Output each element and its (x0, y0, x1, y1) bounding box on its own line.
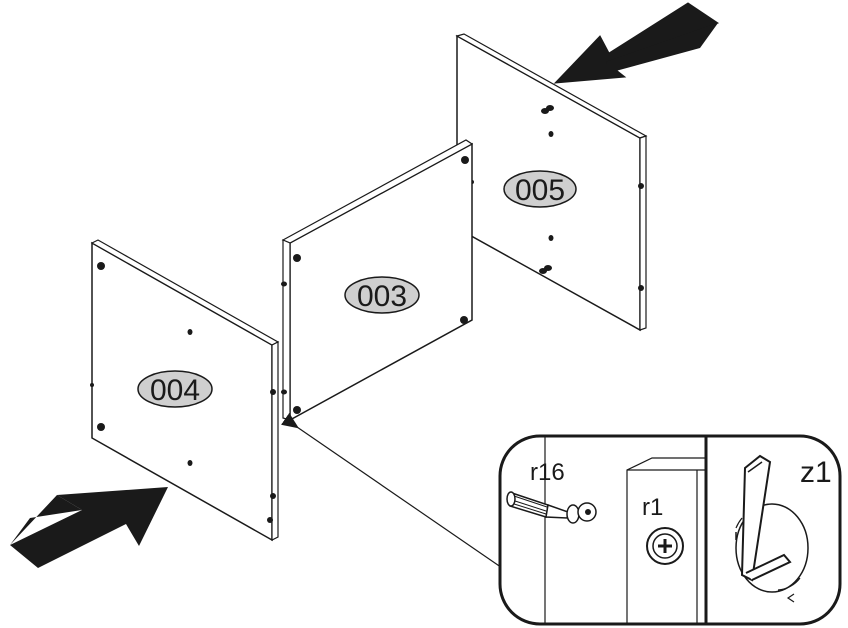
cam-label: r1 (642, 494, 663, 521)
panel-004: 004 (90, 239, 280, 542)
screw-r16: r16 (506, 436, 597, 624)
label-003-text: 003 (357, 280, 407, 313)
key-label: z1 (800, 456, 832, 489)
detail-callout: r16 r1 z1 (498, 434, 842, 626)
label-005-text: 005 (515, 174, 565, 207)
label-004: 004 (137, 370, 213, 408)
direction-arrow-bottom (10, 487, 168, 568)
cam-r1: r1 (626, 457, 706, 624)
direction-arrow-top (553, 2, 720, 84)
label-005: 005 (503, 170, 577, 208)
label-004-text: 004 (150, 374, 200, 407)
panel-005: 005 (455, 33, 648, 332)
panel-004-holes (90, 262, 276, 523)
screw-label: r16 (530, 459, 565, 486)
detail-leader-line (281, 412, 509, 573)
allen-key-z1: z1 (735, 454, 832, 603)
label-003: 003 (344, 276, 420, 314)
panel-003: 003 (281, 139, 474, 425)
